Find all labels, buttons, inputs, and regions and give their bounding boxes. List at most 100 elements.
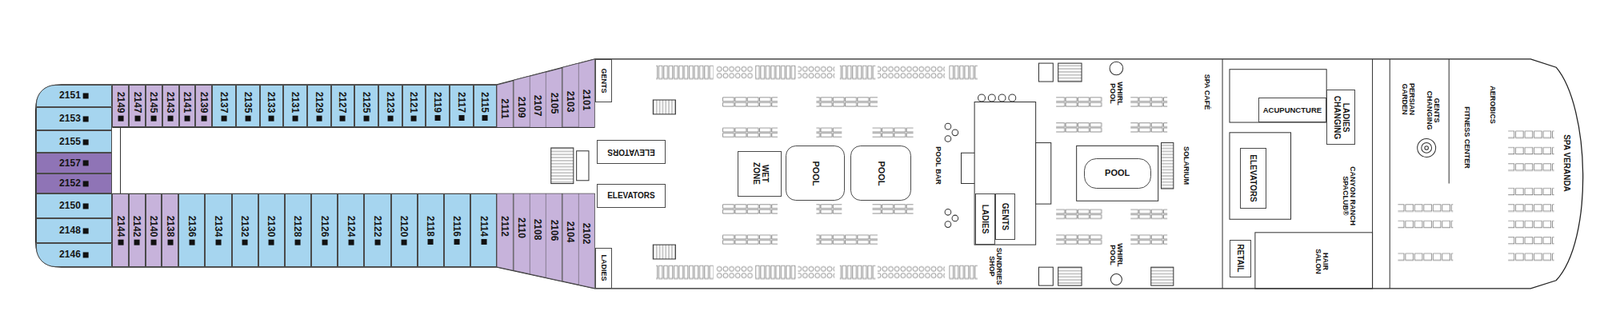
cabin-number: 2115	[480, 92, 491, 113]
sun-loungers-part	[797, 65, 835, 80]
balcony-icon	[215, 240, 221, 246]
area-label: WHIRL POOL	[1108, 239, 1124, 272]
cabin-box: 2128	[284, 193, 312, 268]
balcony-icon	[83, 116, 89, 122]
text-group: ELEVATORS	[1248, 154, 1258, 202]
text-group: POOL	[876, 160, 886, 186]
text-group: 2130	[266, 216, 277, 246]
sun-loungers-part	[840, 265, 876, 280]
text-group: 2110	[516, 217, 527, 239]
grid-boxes-part	[1058, 63, 1082, 82]
cabin-number: 2107	[532, 94, 544, 116]
cabin-box: 2136	[178, 193, 205, 268]
grid-boxes-part	[1038, 63, 1053, 82]
cabin-number: 2136	[186, 216, 197, 238]
area-name: GENTS	[1000, 203, 1010, 231]
area-name: LADIES	[980, 204, 990, 235]
balcony-icon	[295, 240, 301, 246]
spa-walls-part	[1389, 59, 1391, 289]
cabin-number: 2125	[360, 91, 372, 113]
area-label: SPA VERANDA	[1562, 134, 1572, 192]
pool-bar-part	[988, 94, 996, 102]
cabin-number: 2157	[59, 158, 81, 169]
text-group: 2141	[181, 91, 192, 121]
area-label: PERSIAN GARDEN	[1400, 80, 1416, 118]
pool-bar-part	[998, 94, 1006, 102]
cabin-number: 2138	[164, 216, 176, 238]
cabin-number: 2147	[132, 91, 143, 113]
fitness-equipment-part	[1397, 220, 1453, 229]
text-group: 2102	[581, 223, 592, 245]
balcony-icon	[480, 239, 487, 245]
sun-loungers-part	[948, 65, 978, 80]
balcony-icon	[151, 115, 157, 121]
cabin-number: 2112	[500, 216, 511, 237]
text-group: 2121	[408, 91, 420, 121]
cabin-fill	[578, 59, 595, 128]
balcony-icon	[184, 115, 190, 121]
cabin-box: 2144	[112, 193, 129, 268]
cabin-fill	[513, 76, 530, 128]
cabin-box: 2119	[425, 84, 450, 128]
balcony-icon	[268, 115, 275, 121]
text-group: 2108	[532, 218, 544, 240]
cabin-box: 2117	[449, 84, 474, 128]
balcony-icon	[167, 240, 173, 246]
text-group: GENTS	[600, 68, 608, 93]
text-group: LADIES CHANGING	[1332, 93, 1350, 142]
area-name: GENTS	[600, 68, 608, 93]
spa-walls-part	[1229, 132, 1292, 220]
area-name: POOL	[1104, 168, 1130, 179]
cabin-box: 2134	[204, 193, 232, 268]
pool-shape: POOL	[785, 145, 845, 201]
area-name: RETAIL	[1236, 244, 1245, 273]
balcony-icon	[188, 240, 195, 246]
spa-walls-part	[1417, 138, 1436, 157]
fitness-equipment-part	[1397, 252, 1453, 261]
sun-loungers-part	[797, 265, 835, 280]
cabin-box: 2127	[331, 84, 356, 128]
grid-boxes	[1038, 63, 1173, 286]
text-group: 2142	[132, 216, 143, 246]
sun-loungers-part	[1056, 122, 1102, 133]
corridor-walls	[112, 127, 595, 194]
text-group: 2132	[240, 216, 251, 246]
balcony-icon	[387, 115, 393, 121]
sun-loungers-part	[1056, 234, 1102, 245]
text-group: 2133	[266, 91, 277, 121]
balcony-icon	[374, 240, 380, 246]
sun-loungers-part	[816, 127, 842, 138]
stairs	[652, 100, 1174, 260]
cabin-number: 2120	[399, 216, 410, 238]
sun-loungers-part	[722, 127, 778, 138]
cabin-number: 2153	[59, 114, 81, 125]
area-label: AEROBICS	[1488, 86, 1496, 125]
text-group: 2148	[59, 225, 89, 236]
sun-loungers-part	[755, 265, 796, 280]
cabin-number: 2151	[59, 91, 81, 102]
corridor-walls-part	[120, 127, 121, 194]
text-group: 2123	[384, 91, 396, 121]
cabin-fill	[562, 63, 579, 128]
cabin-number: 2123	[384, 91, 396, 113]
cabin-number: 2145	[148, 91, 160, 113]
area-label: CANYON RANCH SPACLUB®	[1341, 164, 1357, 228]
text-group: 2122	[372, 216, 383, 246]
text-group: 2127	[337, 91, 348, 121]
sun-loungers-part	[816, 204, 842, 215]
sun-loungers-part	[722, 204, 778, 215]
text-group: 2128	[292, 216, 304, 246]
sun-loungers-part	[1130, 234, 1168, 245]
cabin-box: 2125	[354, 84, 379, 128]
balcony-icon	[83, 252, 89, 259]
cabin-box: 2114	[470, 193, 497, 268]
text-group: 2153	[59, 113, 89, 124]
cabin-number: 2144	[115, 216, 126, 238]
cabin-box: 2129	[307, 84, 332, 128]
cabin-box: 2104	[562, 193, 579, 285]
sun-loungers-part	[840, 65, 876, 80]
room-box: LADIES CHANGING	[1326, 89, 1356, 145]
cabin-box: 2110	[513, 193, 530, 275]
balcony-icon	[244, 115, 251, 121]
cabin-number: 2128	[292, 216, 304, 238]
